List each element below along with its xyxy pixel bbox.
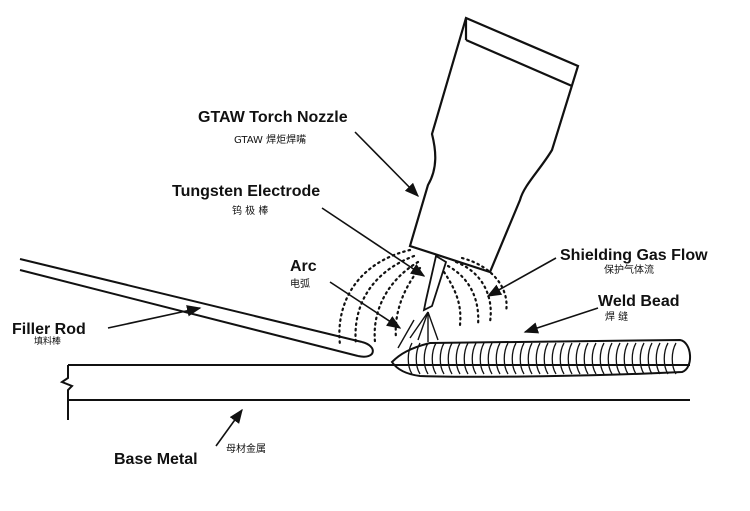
bead-ripple — [503, 342, 509, 375]
bead-ripple — [623, 342, 629, 375]
bead-ripple — [599, 342, 605, 375]
bead-ripple — [575, 342, 581, 375]
bead-ripple — [407, 342, 413, 375]
bead-ripple — [423, 342, 429, 375]
bead-ripple — [447, 342, 453, 375]
bead-ripple — [455, 342, 461, 375]
bead-ripple — [479, 342, 485, 375]
electrode-label: Tungsten Electrode — [172, 183, 321, 200]
weld-bead-label: Weld Bead — [598, 293, 680, 310]
bead-ripple — [639, 342, 645, 375]
shielding-label: Shielding Gas Flow — [560, 247, 708, 264]
shielding-gas-dots — [338, 248, 508, 347]
shielding-arrow — [486, 257, 557, 297]
base-label-zh: 母材金属 — [226, 444, 266, 455]
arc-arrow — [329, 281, 402, 329]
bead-ripple — [559, 342, 565, 375]
bead-ripple — [439, 342, 445, 375]
bead-ripple — [615, 342, 621, 375]
filler-arrow — [107, 305, 202, 329]
filler-label: Filler Rod — [12, 321, 86, 338]
bead-ripple — [431, 342, 437, 375]
base-arrow — [215, 408, 243, 447]
bead-ripple — [607, 342, 613, 375]
bead-ripple — [535, 342, 541, 375]
bead-ripple — [567, 342, 573, 375]
filler-rod-shape — [19, 258, 374, 358]
nozzle-arrow — [354, 131, 420, 198]
bead-ripple — [415, 342, 421, 375]
leader-arrows — [107, 131, 599, 447]
bead-ripple — [511, 342, 517, 375]
bead-ripple — [487, 342, 493, 375]
nozzle-label-zh: GTAW 焊炬焊嘴 — [234, 135, 307, 146]
arc-label: Arc — [290, 258, 317, 275]
base-metal-plate — [59, 364, 690, 420]
bead-ripple — [463, 342, 469, 375]
torch-nozzle-shape — [408, 16, 580, 274]
filler-label-zh: 填料棒 — [34, 337, 62, 347]
shielding-label-zh: 保护气体流 — [604, 265, 654, 276]
bead-ripple — [551, 342, 557, 375]
arc-rays — [397, 311, 439, 349]
bead-ripple — [527, 342, 533, 375]
electrode-arrow — [321, 207, 426, 277]
weld-bead-label-zh: 焊 缝 — [605, 312, 629, 323]
nozzle-label: GTAW Torch Nozzle — [198, 109, 348, 126]
bead-ripple — [655, 342, 661, 375]
weld-bead-arrow — [523, 307, 599, 334]
bead-ripple — [671, 342, 677, 375]
bead-ripple — [591, 342, 597, 375]
bead-ripple — [631, 342, 637, 375]
bead-ripple — [663, 342, 669, 375]
bead-ripple — [471, 342, 477, 375]
bead-ripple — [647, 342, 653, 375]
bead-ripple — [519, 342, 525, 375]
base-label: Base Metal — [114, 451, 198, 468]
weld-bead-shape — [390, 338, 691, 378]
bead-ripple — [543, 342, 549, 375]
bead-ripple — [495, 342, 501, 375]
electrode-label-zh: 钨 极 棒 — [232, 206, 269, 217]
arc-label-zh: 电弧 — [290, 279, 310, 290]
bead-ripple — [583, 342, 589, 375]
tungsten-electrode-shape — [422, 254, 448, 312]
